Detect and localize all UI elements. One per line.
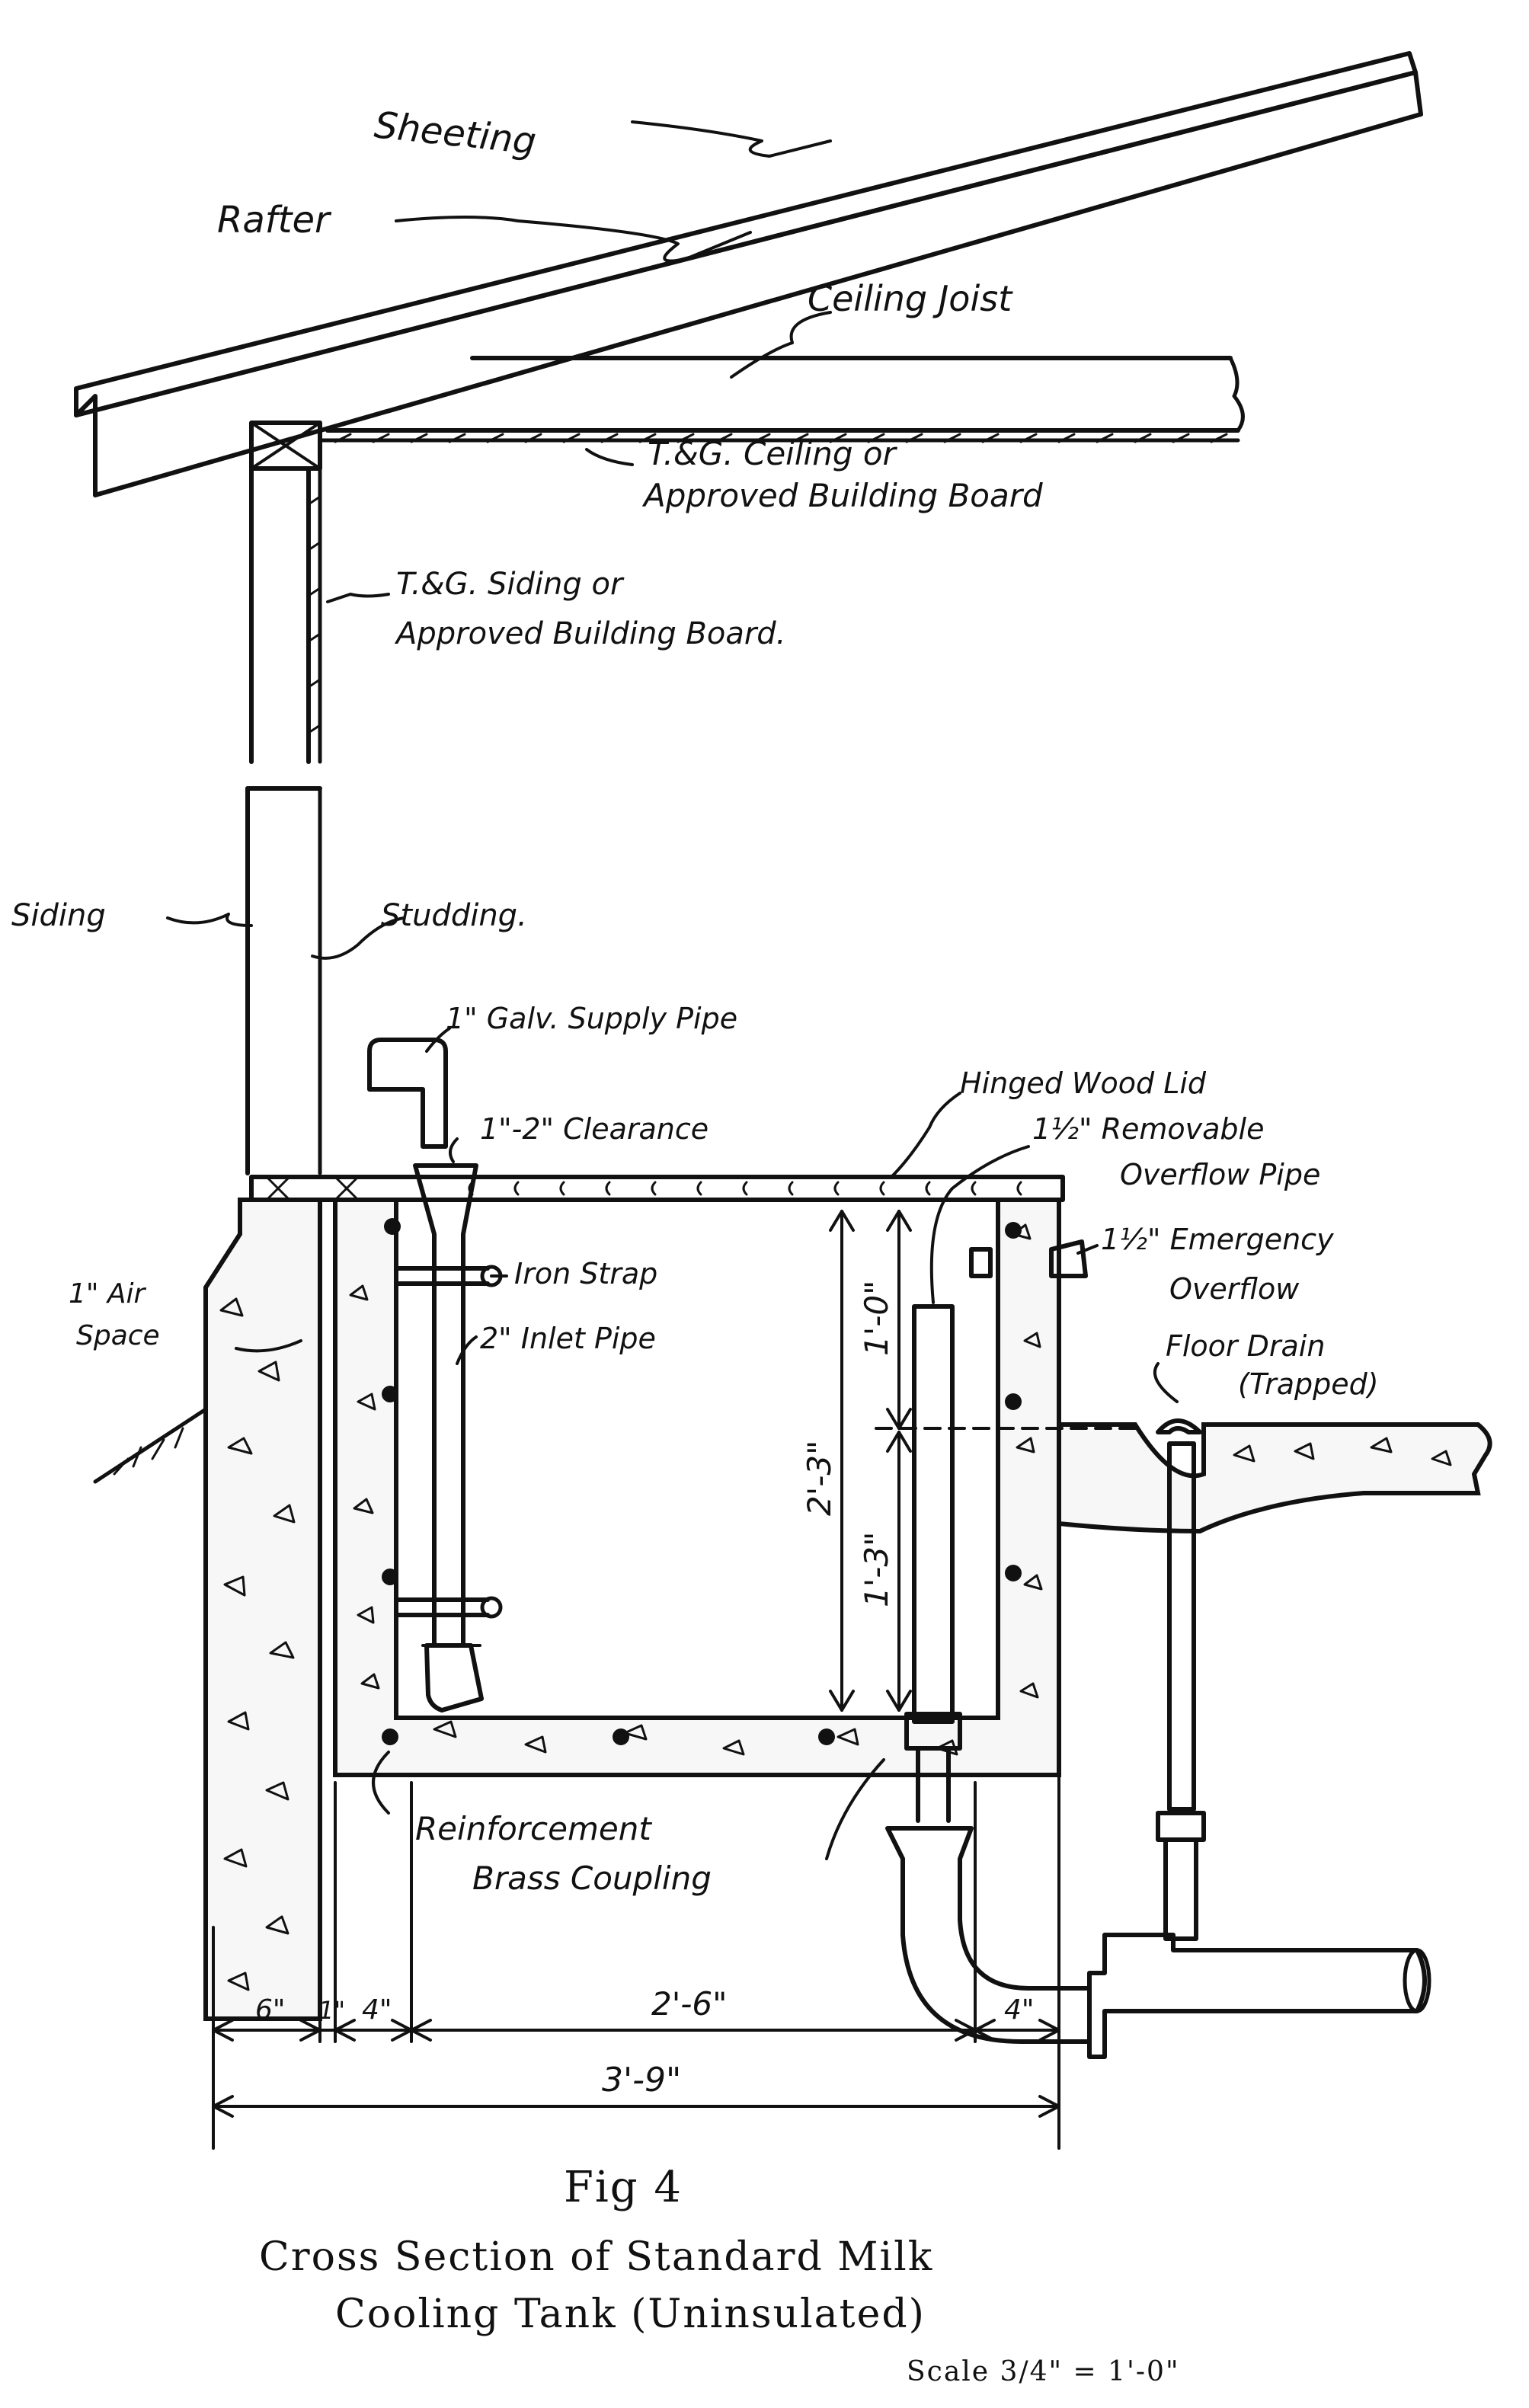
dim-right-wall: 4" bbox=[1004, 1994, 1034, 2026]
label-supply-pipe: 1" Galv. Supply Pipe bbox=[446, 1002, 737, 1035]
label-brass-coupling: Brass Coupling bbox=[472, 1860, 712, 1897]
figure-title-line2: Cooling Tank (Uninsulated) bbox=[335, 2291, 926, 2337]
label-floor-drain-2: (Trapped) bbox=[1238, 1367, 1379, 1401]
label-ceiling-line1: T.&G. Ceiling or bbox=[648, 435, 898, 472]
label-siding-line2: Approved Building Board. bbox=[394, 616, 785, 651]
figure-caption: Fig 4 Cross Section of Standard Milk Coo… bbox=[259, 2163, 1180, 2387]
dim-water-above: 1'-0" bbox=[858, 1281, 895, 1356]
lower-wall bbox=[245, 786, 322, 1175]
label-air-space-1: 1" Air bbox=[69, 1278, 147, 1310]
figure-scale: Scale 3/4" = 1'-0" bbox=[907, 2356, 1180, 2387]
dim-air-gap: 1" bbox=[318, 1996, 345, 2025]
ground-line bbox=[93, 1407, 208, 1484]
dim-overflow-height: 1'-3" bbox=[858, 1532, 895, 1607]
concrete-aggregate bbox=[219, 1223, 1452, 1991]
horizontal-dimensions bbox=[212, 1773, 1060, 2150]
upper-wall bbox=[249, 421, 322, 764]
dim-tank-width: 2'-6" bbox=[651, 1985, 727, 2023]
leader-lines bbox=[166, 120, 1179, 1860]
label-air-space-2: Space bbox=[76, 1320, 160, 1351]
vertical-dimensions bbox=[829, 1210, 1144, 1712]
label-siding-line1: T.&G. Siding or bbox=[396, 567, 625, 602]
floor-drain bbox=[1156, 1418, 1206, 1941]
drain-trap bbox=[885, 1746, 1431, 2059]
labels: Sheeting Rafter Ceiling Joist T.&G. Ceil… bbox=[11, 104, 1379, 1897]
dim-inner-wall: 4" bbox=[362, 1994, 392, 2026]
label-ceiling-line2: Approved Building Board bbox=[641, 477, 1043, 514]
supply-pipe bbox=[367, 1038, 448, 1149]
reinforcement-bars bbox=[382, 1218, 1022, 1745]
label-emergency-overflow-2: Overflow bbox=[1169, 1272, 1300, 1306]
tg-ceiling bbox=[318, 433, 1240, 443]
hinged-wood-lid bbox=[249, 1175, 1065, 1202]
label-ceiling-joist: Ceiling Joist bbox=[808, 278, 1013, 319]
floor-slab bbox=[1057, 1422, 1492, 1534]
dim-tank-depth: 2'-3" bbox=[801, 1441, 838, 1516]
inlet-pipe bbox=[413, 1163, 484, 1712]
label-studding: Studding. bbox=[381, 898, 527, 933]
label-sheeting: Sheeting bbox=[373, 104, 539, 163]
label-emergency-overflow-1: 1½" Emergency bbox=[1101, 1223, 1334, 1256]
figure-title-line1: Cross Section of Standard Milk bbox=[259, 2234, 933, 2280]
removable-overflow-pipe bbox=[904, 1304, 962, 1751]
roof-assembly bbox=[74, 51, 1423, 497]
label-removable-overflow-2: Overflow Pipe bbox=[1120, 1158, 1320, 1191]
label-reinforcement: Reinforcement bbox=[415, 1810, 652, 1847]
rafter bbox=[74, 70, 1423, 497]
dim-overall-width: 3'-9" bbox=[602, 2061, 681, 2099]
label-clearance: 1"-2" Clearance bbox=[480, 1112, 709, 1146]
label-floor-drain-1: Floor Drain bbox=[1166, 1329, 1325, 1363]
label-rafter: Rafter bbox=[217, 199, 332, 241]
emergency-overflow bbox=[969, 1239, 1088, 1278]
figure-number: Fig 4 bbox=[564, 2163, 683, 2212]
ceiling-joist bbox=[325, 356, 1245, 433]
label-removable-overflow-1: 1½" Removable bbox=[1032, 1112, 1264, 1146]
dim-outer-wall: 6" bbox=[255, 1994, 285, 2026]
iron-straps bbox=[394, 1265, 503, 1619]
label-iron-strap: Iron Strap bbox=[514, 1257, 657, 1290]
dimension-labels: 2'-3" 1'-0" 1'-3" 6" 1" 4" 2'-6" 4" 3'-9… bbox=[255, 1281, 1034, 2099]
outer-foundation-wall bbox=[203, 1198, 322, 2021]
label-hinged-lid: Hinged Wood Lid bbox=[960, 1066, 1207, 1100]
label-siding: Siding bbox=[11, 898, 106, 933]
label-inlet-pipe: 2" Inlet Pipe bbox=[480, 1322, 656, 1355]
